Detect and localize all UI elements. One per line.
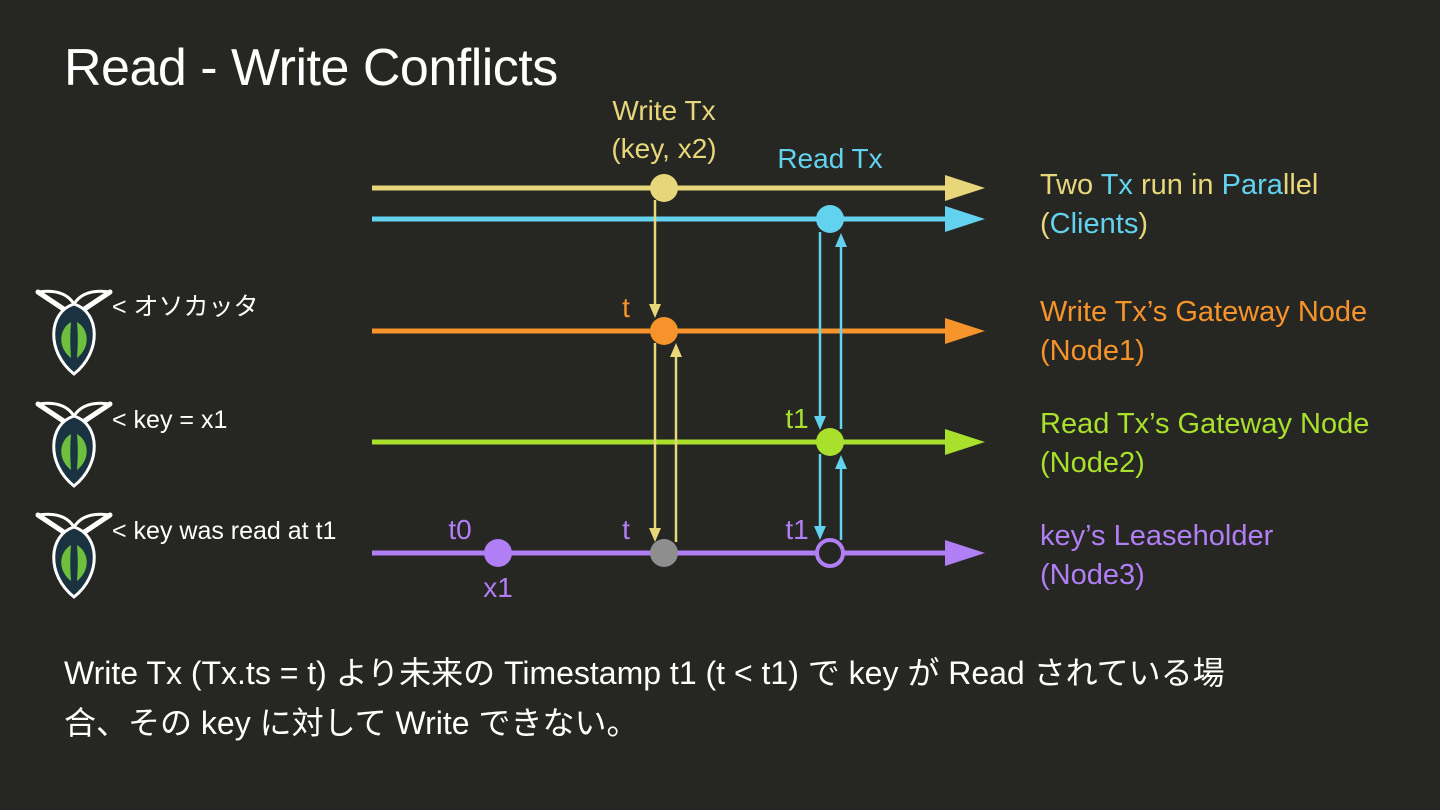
explanation-text: Write Tx (Tx.ts = t) より未来の Timestamp t1 … — [64, 648, 1384, 748]
cockroach-logo-icon — [38, 514, 110, 597]
clients-label-part: run in — [1141, 169, 1222, 201]
node1-ts-t: t — [622, 292, 630, 323]
node1-sub-label: (Node1) — [1040, 335, 1145, 367]
read-tx-timeline — [372, 206, 985, 232]
node3-ts-t1: t1 — [785, 514, 808, 545]
bubble-node2: < key = x1 — [112, 406, 227, 434]
read-tx-arrows — [814, 232, 847, 540]
node3-point-t0 — [484, 539, 512, 567]
write-tx-point — [650, 174, 678, 202]
read-tx-point — [816, 205, 844, 233]
clients-label-part: ) — [1138, 208, 1148, 240]
node3-point-t — [650, 539, 678, 567]
explanation-line-2: 合、その key に対して Write できない。 — [64, 705, 639, 741]
write-tx-args: (key, x2) — [611, 133, 716, 164]
cockroach-logo-icon — [38, 291, 110, 374]
clients-label: Two Tx run in Parallel — [1040, 169, 1318, 201]
node2-label: Read Tx’s Gateway Node — [1040, 408, 1369, 440]
node3-ts-t: t — [622, 514, 630, 545]
page-title: Read - Write Conflicts — [64, 39, 558, 97]
node1-point-t — [650, 317, 678, 345]
node2-timeline — [372, 429, 985, 455]
sequence-diagram: Write Tx (key, x2) Read Tx t t1 t0 t t1 … — [0, 95, 1369, 603]
bubble-node3: < key was read at t1 — [112, 517, 336, 545]
node2-ts-t1: t1 — [785, 403, 808, 434]
node3-ts-t0: t0 — [448, 514, 471, 545]
node3-point-t1-read — [815, 538, 845, 568]
node2-point-t1 — [816, 428, 844, 456]
read-tx-label: Read Tx — [777, 143, 882, 174]
write-tx-label: Write Tx — [612, 95, 715, 126]
node2-sub-label: (Node2) — [1040, 447, 1145, 479]
clients-label-part: Clients — [1050, 208, 1139, 240]
clients-label-part: ( — [1040, 208, 1050, 240]
bubble-node1: < オソカッタ — [112, 293, 259, 321]
cockroach-logo-icon — [38, 403, 110, 486]
clients-label-part: Tx — [1101, 169, 1141, 201]
node3-value-x1: x1 — [483, 572, 513, 603]
node3-sub-label: (Node3) — [1040, 559, 1145, 591]
node1-label: Write Tx’s Gateway Node — [1040, 296, 1367, 328]
node1-timeline — [372, 318, 985, 344]
clients-label-part: Para — [1222, 169, 1284, 201]
node3-label: key’s Leaseholder — [1040, 520, 1274, 552]
explanation-line-1: Write Tx (Tx.ts = t) より未来の Timestamp t1 … — [64, 655, 1225, 691]
clients-label-part: Two — [1040, 169, 1101, 201]
clients-label-part: llel — [1283, 169, 1318, 201]
write-tx-arrows — [649, 200, 682, 542]
write-tx-timeline — [372, 175, 985, 201]
clients-sub-label: (Clients) — [1040, 208, 1148, 240]
